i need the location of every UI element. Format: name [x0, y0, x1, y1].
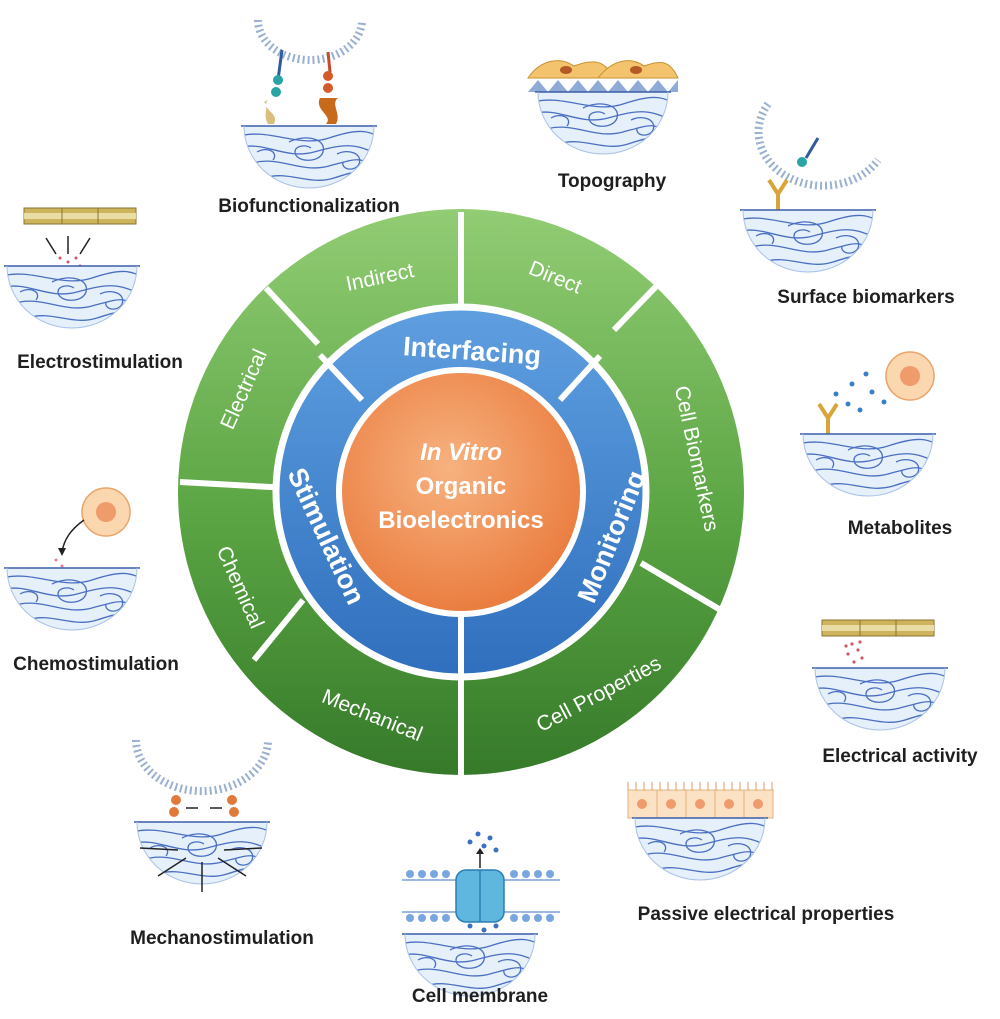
label-cell-membrane: Cell membrane: [412, 986, 548, 1007]
label-metabolites: Metabolites: [848, 518, 953, 539]
core-title-line2: Organic: [416, 473, 507, 500]
illustration-electrostimulation: [2, 207, 147, 328]
illustration-surface-biomarkers: [738, 101, 883, 272]
illustration-biofunctionalization: [239, 19, 384, 188]
core-title-line1: In Vitro: [420, 439, 502, 466]
ring-diagram: In Vitro Organic Bioelectronics Interfac…: [178, 209, 744, 776]
illustration-cell-membrane: [400, 831, 560, 997]
illustration-chemostimulation: [2, 487, 147, 630]
label-biofunctionalization: Biofunctionalization: [218, 196, 400, 217]
label-electrical-activity: Electrical activity: [822, 746, 978, 767]
label-topography: Topography: [558, 171, 667, 192]
illustration-electrical-activity: [810, 619, 955, 730]
label-chemostimulation: Chemostimulation: [13, 654, 179, 675]
label-surface-biomarkers: Surface biomarkers: [777, 287, 954, 308]
illustration-passive-electrical-properties: [627, 782, 775, 880]
label-electrostimulation: Electrostimulation: [17, 352, 183, 373]
label-passive-electrical-properties: Passive electrical properties: [638, 904, 895, 925]
illustration-topography: [527, 60, 678, 154]
core-circle: [336, 367, 586, 617]
outer-ring-dividers: [179, 212, 726, 776]
illustration-metabolites: [798, 351, 943, 496]
label-mechanostimulation: Mechanostimulation: [130, 928, 314, 949]
illustration-mechanostimulation: [132, 739, 277, 892]
core-title-line3: Bioelectronics: [378, 507, 543, 534]
